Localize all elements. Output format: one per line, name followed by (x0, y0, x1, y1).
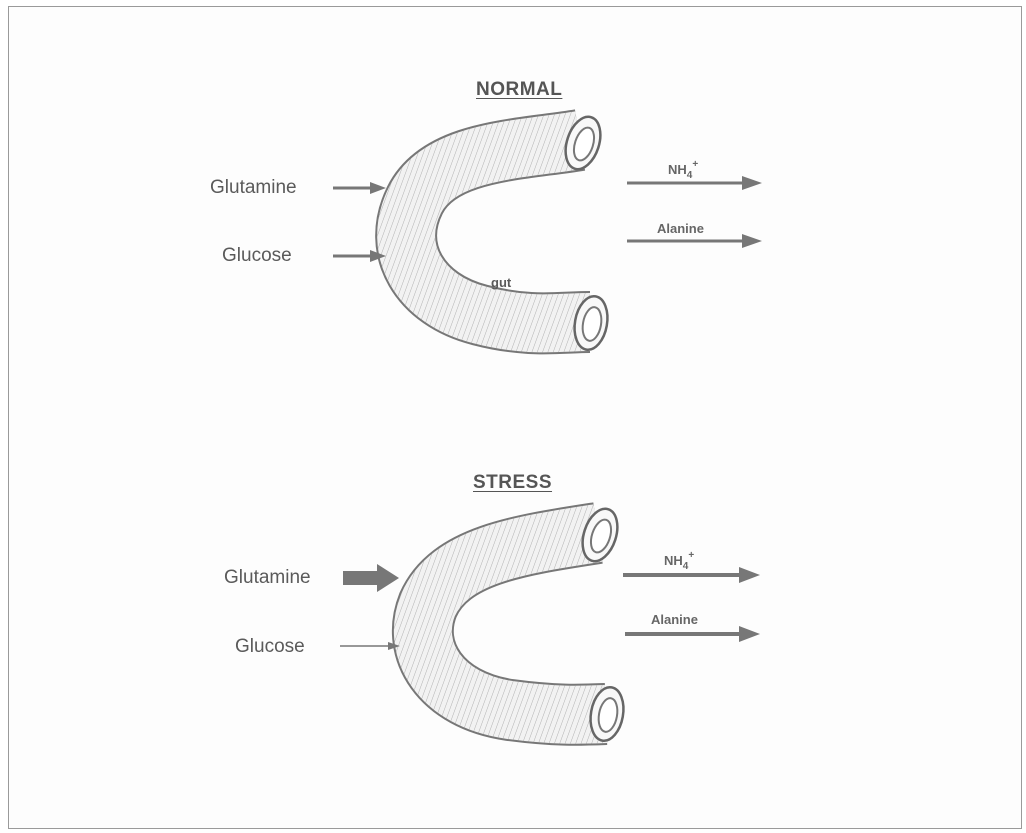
gut-tube-stress (423, 504, 628, 743)
panel-title-normal: NORMAL (476, 79, 562, 101)
arrow-alanine-stress (625, 626, 760, 642)
label-gut: gut (491, 275, 511, 290)
arrow-glutamine-stress-thick (343, 564, 399, 592)
gut-tube-normal (406, 112, 611, 352)
label-ammonium-stress: NH4+ (664, 553, 694, 568)
arrow-alanine-normal (627, 234, 762, 248)
label-alanine-normal: Alanine (657, 221, 704, 236)
label-glutamine-stress: Glutamine (224, 567, 311, 589)
label-glucose-normal: Glucose (222, 245, 292, 267)
label-alanine-stress: Alanine (651, 612, 698, 627)
panel-title-stress: STRESS (473, 472, 552, 494)
label-ammonium-normal: NH4+ (668, 162, 698, 177)
arrow-glutamine-normal (333, 182, 386, 194)
label-glutamine-normal: Glutamine (210, 177, 297, 199)
arrow-glucose-stress-thin (340, 642, 400, 650)
arrow-ammonium-normal (627, 176, 762, 190)
label-glucose-stress: Glucose (235, 636, 305, 658)
arrow-ammonium-stress (623, 567, 760, 583)
